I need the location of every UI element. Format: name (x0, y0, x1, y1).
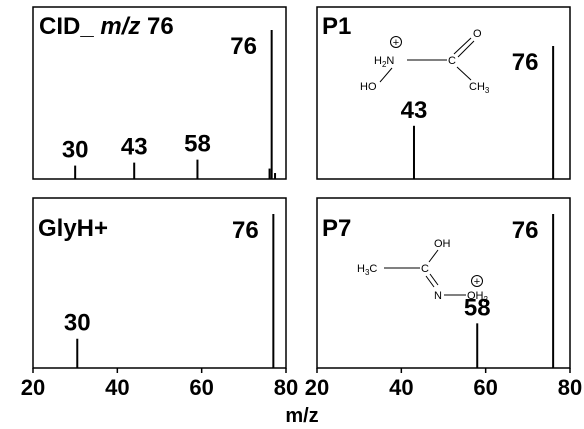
p7-oh-label: OH (434, 238, 451, 250)
x-tick-label-right-3: 80 (558, 375, 582, 400)
peak-label-cid-4: 76 (230, 33, 257, 60)
p7-structure: H3C C OH N + OH2 (357, 238, 489, 304)
p1-charge-circle (390, 36, 402, 48)
p7-c-label: C (421, 263, 429, 275)
p1-bond-c-o-b (457, 40, 475, 58)
p1-c-label: C (448, 55, 456, 67)
x-tick-label-right-0: 20 (305, 375, 329, 400)
x-tick-label-left-0: 20 (21, 375, 45, 400)
x-axis-title: m/z (285, 405, 318, 427)
p7-oh2-label: OH2 (467, 290, 489, 304)
p7-n-label: N (434, 290, 442, 302)
p7-bond-c-n-b (429, 273, 439, 286)
panel-glyh: GlyH+ 30 76 (32, 197, 287, 369)
p7-bond-c-n-a (425, 275, 435, 288)
p7-charge-circle (471, 275, 483, 287)
x-tick-label-right-2: 60 (473, 375, 497, 400)
x-tick-label-left-2: 60 (189, 375, 213, 400)
p1-charge: + (393, 37, 399, 49)
panel-p7-peaks: 58 76 (464, 214, 555, 368)
panel-p1-title: P1 (322, 13, 351, 40)
peak-label-p7-1: 76 (512, 217, 539, 244)
panel-cid-frame (32, 6, 287, 180)
panel-glyh-title: GlyH+ (38, 215, 108, 242)
p7-h3c-label: H3C (357, 263, 377, 277)
p7-bond-c-oh (428, 249, 439, 263)
panel-p1-peaks: 43 76 (401, 46, 555, 179)
p1-ch3-label: CH3 (469, 81, 490, 95)
p1-structure: + H2N C O HO CH3 (360, 28, 490, 95)
panel-cid-peaks: 30 43 58 76 (62, 30, 277, 179)
x-tick-label-right-1: 40 (389, 375, 413, 400)
panel-p7-title: P7 (322, 215, 351, 242)
x-tick-label-left-1: 40 (105, 375, 129, 400)
peak-label-cid-2: 58 (184, 131, 211, 158)
x-tick-label-left-3: 80 (274, 375, 298, 400)
p1-h2n-label: H2N (374, 55, 394, 69)
peak-label-p7-0: 58 (464, 294, 491, 321)
panel-p7: P7 58 76 H3C C OH N + OH2 (316, 197, 571, 369)
peak-label-cid-0: 30 (62, 137, 89, 164)
peak-label-p1-1: 76 (512, 49, 539, 76)
peak-label-glyh-0: 30 (64, 310, 91, 337)
x-axis-right: 20 40 60 80 (305, 368, 582, 400)
panel-cid: CID_ m/z 76 30 43 58 76 (32, 6, 287, 180)
p1-bond-c-ch3 (456, 66, 472, 81)
peak-label-p1-0: 43 (401, 97, 428, 124)
panel-p7-frame (316, 197, 571, 369)
x-axis-left: 20 40 60 80 (21, 368, 298, 400)
p1-o-label: O (473, 28, 482, 40)
p1-bond-n-oh (379, 67, 393, 83)
p1-bond-c-o-a (453, 37, 472, 55)
panel-p1-frame (316, 6, 571, 180)
p1-ho-label: HO (360, 81, 377, 93)
panel-glyh-frame (32, 197, 287, 369)
panel-cid-title: CID_ m/z 76 (39, 13, 174, 40)
panel-p1: P1 43 76 + H2N C O HO CH3 (316, 6, 571, 180)
p7-charge: + (474, 276, 480, 288)
panel-glyh-peaks: 30 76 (64, 214, 275, 368)
peak-label-cid-1: 43 (121, 134, 148, 161)
peak-label-glyh-1: 76 (232, 217, 259, 244)
